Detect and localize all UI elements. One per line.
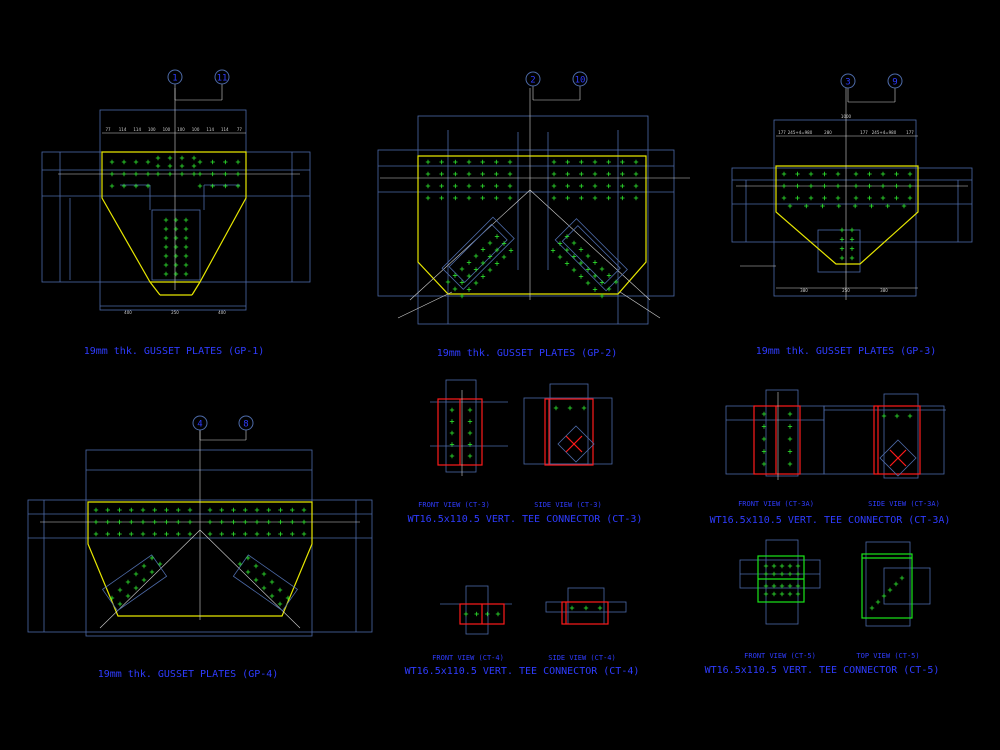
gp2-bubble-2 bbox=[525, 71, 541, 87]
gusset-plate-gp4: 4 8 19mm thk. GUSSET PLATES (GP-4) bbox=[27, 415, 373, 680]
gp3-bubble-3 bbox=[840, 73, 856, 89]
gp1-top-dim: 114 bbox=[119, 127, 127, 132]
gp1-bottom-dim: 250 bbox=[171, 310, 179, 315]
gp1-bolt-pattern bbox=[109, 155, 241, 277]
ct5-top-view-label: TOP VIEW (CT-5) bbox=[856, 652, 919, 660]
gp1-bottom-dim: 400 bbox=[218, 310, 226, 315]
gp3-bottom-dim: 380 bbox=[800, 288, 808, 293]
ct4-side-view-label: SIDE VIEW (CT-4) bbox=[548, 654, 615, 662]
gusset-plate-gp3: 3 9 19mm thk. GUSSET PLATES (GP-3) bbox=[731, 73, 973, 357]
gp4-bubble-4-label: 4 bbox=[197, 420, 202, 430]
gp2-bubble-10 bbox=[572, 71, 588, 87]
gp1-top-dim: 114 bbox=[133, 127, 141, 132]
ct4-side-bolt-pattern bbox=[569, 605, 603, 611]
connector-ct4: FRONT VIEW (CT-4) SIDE VIEW (CT-4) WT16.… bbox=[405, 585, 640, 677]
ct3-side-bolt-pattern bbox=[553, 405, 587, 411]
gp3-top-dim: 177 bbox=[860, 130, 868, 135]
gp1-top-dim: 100 bbox=[163, 127, 171, 132]
gp3-bubble-9-label: 9 bbox=[892, 78, 897, 88]
ct5-front-bolt-pattern bbox=[763, 563, 801, 597]
gp1-top-dim: 100 bbox=[192, 127, 200, 132]
gp3-bubble-3-label: 3 bbox=[845, 78, 850, 88]
gp3-bubble-9 bbox=[887, 73, 903, 89]
ct4-title: WT16.5x110.5 VERT. TEE CONNECTOR (CT-4) bbox=[405, 666, 640, 677]
gp3-bolt-pattern bbox=[781, 171, 913, 261]
gp3-top-dim: 245+4=980 bbox=[788, 130, 813, 135]
gp1-bubble-11 bbox=[214, 69, 230, 85]
connector-ct3: FRONT VIEW (CT-3) SIDE VIEW (CT-3) WT16.… bbox=[408, 379, 643, 525]
dimension-labels: 77 114 114 100 100 100 100 114 114 77 400 250 400 177… bbox=[105, 114, 914, 315]
ct4-front-bolt-pattern bbox=[463, 611, 501, 617]
connector-ct5: FRONT VIEW (CT-5) TOP VIEW (CT-5) WT16.5… bbox=[705, 539, 940, 676]
ct3-title: WT16.5x110.5 VERT. TEE CONNECTOR (CT-3) bbox=[408, 514, 643, 525]
gp2-title: 19mm thk. GUSSET PLATES (GP-2) bbox=[437, 348, 618, 359]
gp1-top-dim: 114 bbox=[221, 127, 229, 132]
gp1-top-dim: 100 bbox=[177, 127, 185, 132]
gp4-bubble-8-label: 8 bbox=[243, 420, 248, 430]
gp1-bottom-dim: 400 bbox=[124, 310, 132, 315]
gp3-title: 19mm thk. GUSSET PLATES (GP-3) bbox=[756, 346, 937, 357]
ct5-top-bolt-pattern bbox=[869, 575, 905, 611]
gusset-plate-gp1: 1 11 19mm thk. GUSSET PLATES (GP-1) bbox=[41, 69, 311, 357]
gp3-bottom-dim: 250 bbox=[842, 288, 850, 293]
gp4-title: 19mm thk. GUSSET PLATES (GP-4) bbox=[98, 669, 279, 680]
ct4-front-view-label: FRONT VIEW (CT-4) bbox=[432, 654, 504, 662]
gp4-bubble-4 bbox=[192, 415, 208, 431]
gp3-bottom-dim: 380 bbox=[880, 288, 888, 293]
gp1-top-dim: 114 bbox=[206, 127, 214, 132]
gp3-top-dim: 177 bbox=[906, 130, 914, 135]
gp1-top-dim: 100 bbox=[148, 127, 156, 132]
ct3a-title: WT16.5x110.5 VERT. TEE CONNECTOR (CT-3A) bbox=[710, 515, 951, 526]
gp1-title: 19mm thk. GUSSET PLATES (GP-1) bbox=[84, 346, 265, 357]
gp2-bolt-pattern bbox=[425, 159, 639, 299]
gp4-bolt-pattern bbox=[93, 507, 307, 607]
gp2-bubble-10-label: 10 bbox=[575, 76, 586, 86]
ct3-front-bolt-pattern bbox=[449, 407, 473, 459]
ct3-side-view-label: SIDE VIEW (CT-3) bbox=[534, 501, 601, 509]
gp3-top-dim: 177 bbox=[778, 130, 786, 135]
gp3-top-dim: 245+4=980 bbox=[872, 130, 897, 135]
gp1-bubble-1-label: 1 bbox=[172, 74, 177, 84]
gp1-bubble-1 bbox=[167, 69, 183, 85]
ct5-front-view-label: FRONT VIEW (CT-5) bbox=[744, 652, 816, 660]
connector-ct3a: FRONT VIEW (CT-3A) SIDE VIEW (CT-3A) WT1… bbox=[710, 389, 951, 526]
gusset-plate-gp2: 2 10 19mm thk. GUSSET PLATES (GP-2) bbox=[377, 71, 690, 359]
ct3a-side-bolt-pattern bbox=[881, 413, 913, 419]
ct3-front-view-label: FRONT VIEW (CT-3) bbox=[418, 501, 490, 509]
ct3a-front-view-label: FRONT VIEW (CT-3A) bbox=[738, 500, 814, 508]
ct5-title: WT16.5x110.5 VERT. TEE CONNECTOR (CT-5) bbox=[705, 665, 940, 676]
gp3-overall-dim: 1000 bbox=[841, 114, 852, 119]
ct3a-front-bolt-pattern bbox=[761, 411, 793, 467]
gp1-top-dim: 77 bbox=[237, 127, 243, 132]
gp4-bubble-8 bbox=[238, 415, 254, 431]
gp2-bubble-2-label: 2 bbox=[530, 76, 535, 86]
gp1-top-dim: 77 bbox=[105, 127, 111, 132]
ct3a-side-view-label: SIDE VIEW (CT-3A) bbox=[868, 500, 940, 508]
gp3-top-dim: 280 bbox=[824, 130, 832, 135]
gp1-bubble-11-label: 11 bbox=[217, 74, 228, 84]
